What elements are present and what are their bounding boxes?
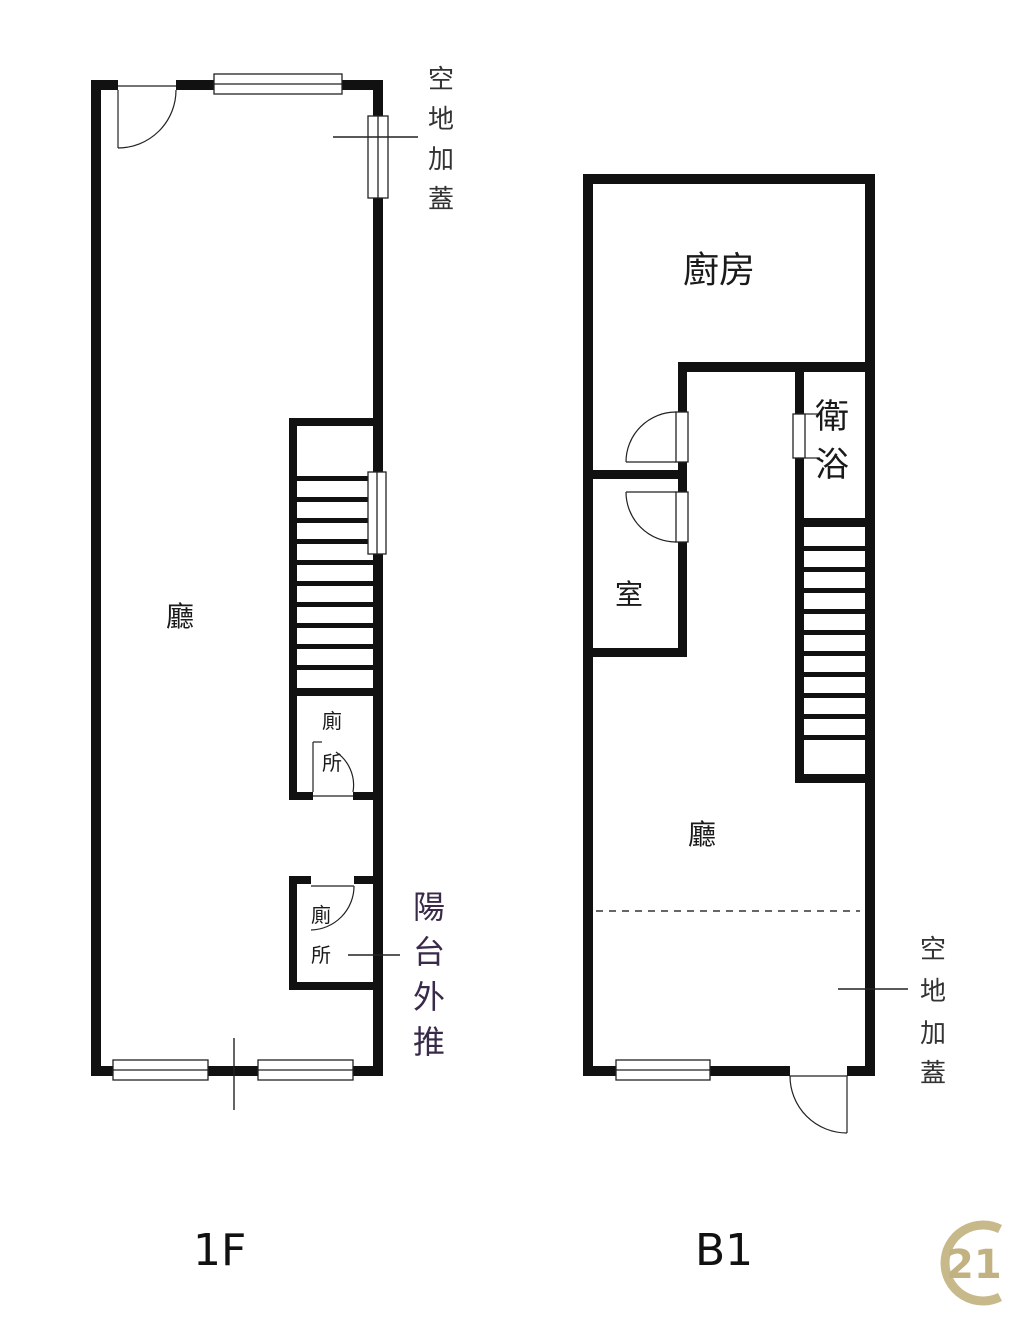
wall-1f-bottom: [91, 1066, 383, 1076]
window-b1-bottom: [615, 1059, 711, 1081]
window-1f-right-upper: [367, 115, 389, 199]
svg-text:陽: 陽: [413, 888, 445, 926]
window-1f-right-mid: [367, 471, 387, 555]
room-b1-bathroom-label-2: 浴: [815, 445, 849, 485]
toilet-1f-lower-label-1: 廁: [311, 903, 331, 927]
wall-1f-right: [373, 80, 383, 1076]
room-b1-living-label: 廳: [688, 818, 716, 851]
door-b1-upper-room: [625, 411, 689, 463]
wall-1f-left: [91, 80, 101, 1076]
logo-ring-icon: [940, 1220, 1003, 1306]
stairs-1f: [289, 418, 379, 800]
svg-text:外: 外: [413, 978, 445, 1016]
note-1f-balcony: 陽 台 外 推: [413, 888, 445, 1061]
door-b1-entry: [789, 1066, 848, 1134]
floor-label-1f: 1F: [193, 1225, 246, 1276]
toilet-1f-lower-label-2: 所: [311, 943, 331, 967]
window-1f-bottom-left: [112, 1059, 209, 1081]
svg-text:地: 地: [428, 105, 454, 135]
svg-text:蓋: 蓋: [428, 185, 454, 215]
wall-b1-room-bottom: [583, 648, 687, 657]
toilet-1f-upper: [289, 741, 379, 800]
floor-label-b1: B1: [695, 1225, 753, 1276]
toilet-1f-upper-label-2: 所: [322, 751, 342, 775]
door-b1-bathroom: [792, 413, 820, 459]
svg-text:台: 台: [413, 933, 445, 971]
stairs-b1: [795, 546, 875, 783]
room-b1-room-label: 室: [615, 578, 643, 611]
svg-text:地: 地: [920, 977, 946, 1007]
room-b1-bathroom-label-1: 衛: [815, 397, 849, 437]
wall-b1-kitchen-bottom: [678, 362, 875, 372]
wall-b1-room-divider: [583, 470, 687, 479]
svg-text:推: 推: [413, 1023, 445, 1061]
door-1f-top: [117, 80, 177, 149]
note-b1-extension: 空 地 加 蓋: [920, 935, 946, 1089]
svg-text:蓋: 蓋: [920, 1059, 946, 1089]
logo-text: 21: [946, 1242, 1002, 1288]
note-1f-extension: 空 地 加 蓋: [428, 65, 454, 215]
floor-plan-b1: 廚房 衛 浴 室 廳 空 地 加 蓋 B1: [583, 174, 946, 1276]
window-1f-top: [213, 73, 343, 95]
wall-b1-right: [865, 174, 875, 1076]
toilet-1f-upper-label-1: 廁: [322, 709, 342, 733]
wall-b1-top: [583, 174, 875, 184]
wall-b1-bath-left-top: [795, 362, 804, 414]
wall-b1-bath-bottom: [795, 518, 875, 527]
wall-b1-bottom: [583, 1066, 875, 1076]
window-1f-bottom-right: [257, 1059, 354, 1081]
room-b1-kitchen-label: 廚房: [683, 250, 755, 291]
wall-b1-corridor-left-bottom: [678, 542, 687, 657]
wall-b1-left: [583, 174, 593, 1076]
svg-text:加: 加: [920, 1019, 946, 1049]
floor-plan-1f: 廁 所 廁 所 廳 空 地 加 蓋: [91, 65, 454, 1276]
svg-text:加: 加: [428, 145, 454, 175]
century21-logo: 21: [940, 1220, 1003, 1306]
door-b1-room: [625, 491, 689, 543]
svg-text:空: 空: [920, 935, 946, 965]
room-1f-living-label: 廳: [166, 600, 194, 633]
wall-b1-corridor-left-top: [678, 362, 687, 412]
svg-text:空: 空: [428, 65, 454, 95]
wall-b1-bath-left-bottom: [795, 458, 804, 778]
toilet-1f-lower: [289, 876, 379, 990]
